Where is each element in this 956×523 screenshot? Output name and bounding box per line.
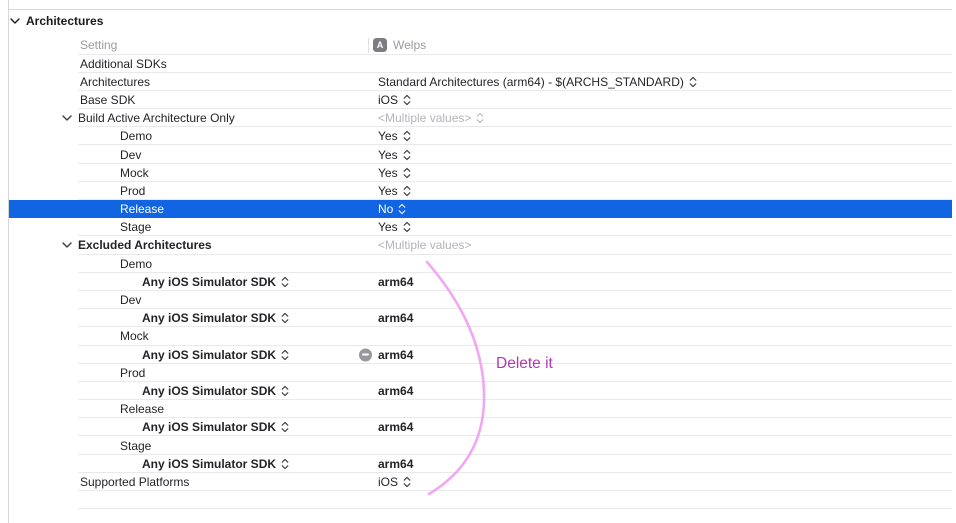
chevron-up-down-icon	[403, 167, 411, 179]
chevron-up-down-icon	[281, 312, 289, 324]
row-base-sdk[interactable]: Base SDK iOS	[9, 91, 952, 110]
row-excl-stage[interactable]: Stage	[9, 436, 952, 455]
value-dropdown[interactable]: No	[378, 200, 406, 218]
disclosure-chevron-icon[interactable]	[62, 115, 72, 121]
config-label: Demo	[120, 129, 153, 144]
setting-label: Base SDK	[80, 92, 136, 107]
section-title: Architectures	[26, 14, 104, 28]
section-bottom-divider	[78, 508, 952, 509]
row-excl-dev[interactable]: Dev	[9, 291, 952, 310]
value-text: arm64	[378, 456, 414, 471]
column-header-target: A Welps	[373, 36, 426, 55]
value-dropdown[interactable]: <Multiple values>	[378, 109, 484, 127]
column-header-row: Setting A Welps	[9, 36, 952, 55]
row-excl-dev-sdk[interactable]: Any iOS Simulator SDK arm64	[9, 309, 952, 328]
chevron-up-down-icon	[281, 458, 289, 470]
build-settings-table: Setting A Welps Additional SDKs Architec…	[9, 36, 952, 492]
disclosure-chevron-icon[interactable]	[10, 18, 20, 24]
column-header-setting: Setting	[80, 38, 118, 53]
config-label: Dev	[120, 293, 142, 308]
value-text: arm64	[378, 311, 414, 326]
row-excl-demo[interactable]: Demo	[9, 255, 952, 273]
setting-label: Additional SDKs	[80, 56, 167, 71]
row-excl-prod-sdk[interactable]: Any iOS Simulator SDK arm64	[9, 382, 952, 401]
config-label: Release	[120, 402, 165, 417]
chevron-up-down-icon	[281, 421, 289, 433]
sdk-dropdown[interactable]: Any iOS Simulator SDK	[142, 420, 289, 434]
config-label: Demo	[120, 256, 153, 271]
chevron-up-down-icon	[403, 476, 411, 488]
chevron-up-down-icon	[403, 94, 411, 106]
config-label: Dev	[120, 147, 142, 162]
setting-label: Excluded Architectures	[78, 238, 212, 253]
chevron-up-down-icon	[403, 130, 411, 142]
config-label: Mock	[120, 165, 149, 180]
value-dropdown[interactable]: iOS	[378, 91, 411, 109]
chevron-up-down-icon	[398, 203, 406, 215]
setting-label: Build Active Architecture Only	[78, 111, 235, 126]
row-supported-platforms[interactable]: Supported Platforms iOS	[9, 473, 952, 492]
sdk-dropdown[interactable]: Any iOS Simulator SDK	[142, 348, 289, 362]
value-text: <Multiple values>	[378, 238, 472, 253]
chevron-up-down-icon	[281, 349, 289, 361]
value-dropdown[interactable]: Yes	[378, 218, 411, 236]
row-additional-sdks[interactable]: Additional SDKs	[9, 55, 952, 73]
value-text: arm64	[359, 346, 413, 364]
row-excluded-architectures[interactable]: Excluded Architectures <Multiple values>	[9, 236, 952, 255]
row-excl-release[interactable]: Release	[9, 400, 952, 419]
chevron-up-down-icon	[403, 149, 411, 161]
annotation-delete-it: Delete it	[496, 355, 553, 372]
row-build-active-architecture-only[interactable]: Build Active Architecture Only <Multiple…	[9, 109, 952, 128]
value-text: arm64	[378, 274, 414, 289]
app-target-icon: A	[373, 38, 387, 53]
chevron-up-down-icon	[476, 112, 484, 124]
config-label: Release	[120, 202, 165, 217]
value-text: arm64	[378, 383, 414, 398]
row-baao-demo[interactable]: Demo Yes	[9, 127, 952, 146]
row-baao-mock[interactable]: Mock Yes	[9, 164, 952, 183]
sdk-dropdown[interactable]: Any iOS Simulator SDK	[142, 311, 289, 325]
setting-label: Architectures	[80, 74, 151, 89]
value-dropdown[interactable]: iOS	[378, 473, 411, 491]
row-architectures[interactable]: Architectures Standard Architectures (ar…	[9, 73, 952, 92]
config-label: Mock	[120, 329, 149, 344]
disclosure-chevron-icon[interactable]	[62, 242, 72, 248]
row-excl-demo-sdk[interactable]: Any iOS Simulator SDK arm64	[9, 273, 952, 292]
section-header-architectures[interactable]: Architectures	[10, 14, 103, 28]
value-dropdown[interactable]: Standard Architectures (arm64) - $(ARCHS…	[378, 73, 697, 91]
row-excl-mock-sdk[interactable]: Any iOS Simulator SDK arm64	[9, 346, 952, 364]
column-divider	[368, 38, 369, 53]
config-label: Stage	[120, 438, 152, 453]
panel-left-border	[8, 0, 9, 523]
row-baao-dev[interactable]: Dev Yes	[9, 145, 952, 164]
sdk-dropdown[interactable]: Any iOS Simulator SDK	[142, 457, 289, 471]
value-text: arm64	[378, 420, 414, 435]
row-baao-stage[interactable]: Stage Yes	[9, 218, 952, 237]
config-label: Stage	[120, 220, 152, 235]
chevron-up-down-icon	[403, 221, 411, 233]
row-baao-release-selected[interactable]: Release No	[9, 200, 952, 219]
setting-label: Supported Platforms	[80, 474, 190, 489]
row-excl-mock[interactable]: Mock	[9, 327, 952, 346]
sdk-dropdown[interactable]: Any iOS Simulator SDK	[142, 384, 289, 398]
panel-top-border	[8, 9, 952, 10]
config-label: Prod	[120, 365, 146, 380]
row-excl-prod[interactable]: Prod	[9, 364, 952, 383]
row-baao-prod[interactable]: Prod Yes	[9, 182, 952, 201]
value-dropdown[interactable]: Yes	[378, 182, 411, 200]
row-excl-stage-sdk[interactable]: Any iOS Simulator SDK arm64	[9, 455, 952, 474]
chevron-up-down-icon	[281, 385, 289, 397]
chevron-up-down-icon	[689, 76, 697, 88]
config-label: Prod	[120, 183, 146, 198]
chevron-up-down-icon	[281, 276, 289, 288]
value-dropdown[interactable]: Yes	[378, 164, 411, 182]
value-dropdown[interactable]: Yes	[378, 127, 411, 145]
target-name: Welps	[393, 38, 427, 53]
sdk-dropdown[interactable]: Any iOS Simulator SDK	[142, 275, 289, 289]
remove-minus-icon[interactable]	[359, 348, 372, 362]
value-dropdown[interactable]: Yes	[378, 145, 411, 163]
row-excl-release-sdk[interactable]: Any iOS Simulator SDK arm64	[9, 418, 952, 437]
chevron-up-down-icon	[403, 185, 411, 197]
